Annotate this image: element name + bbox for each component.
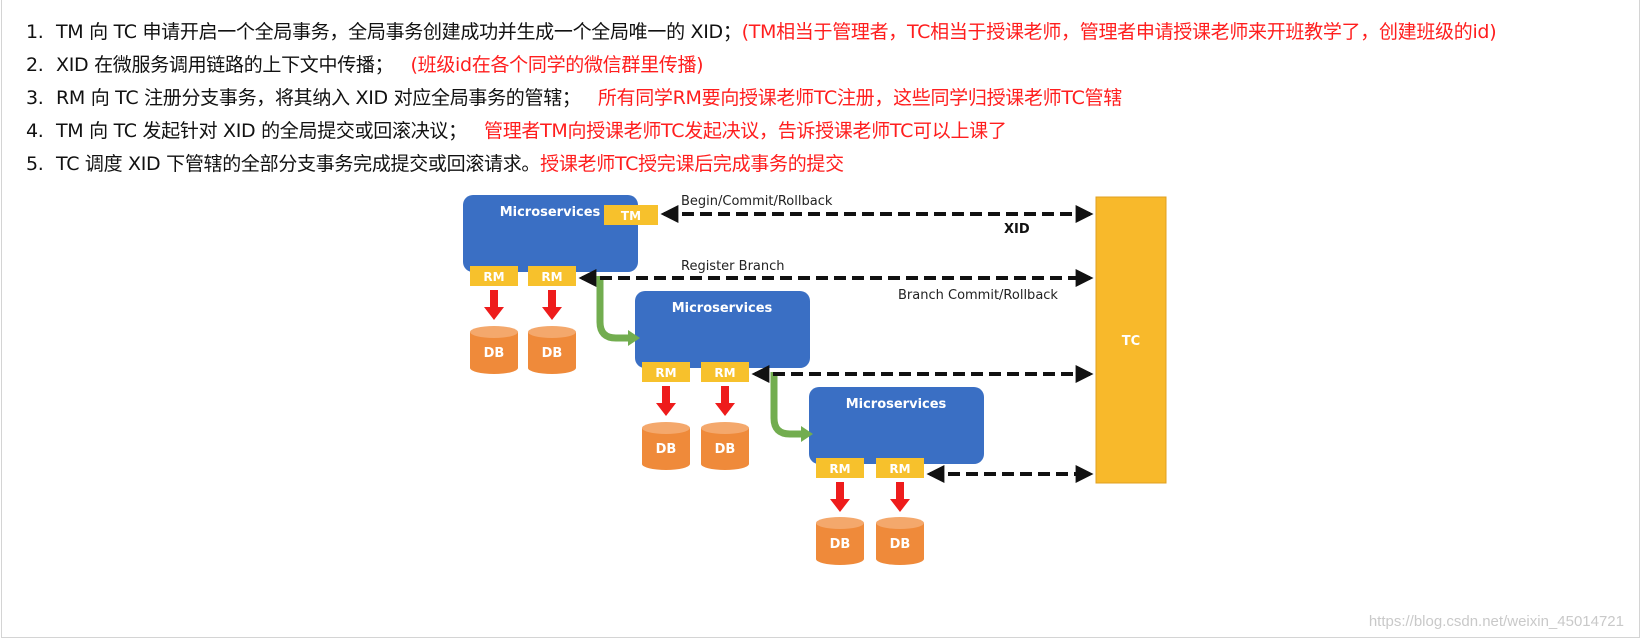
microservice-box-3 [809,387,984,464]
item-number: 3. [26,87,44,109]
microservice-label-2: Microservices [672,301,773,316]
item-number: 2. [26,54,44,76]
item-note: (班级id在各个同学的微信群里传播) [410,54,704,76]
green-call-arrow [770,372,813,442]
db-cylinder [816,517,864,565]
microservice-box-2 [635,291,810,368]
list-item: 4. TM 向 TC 发起针对 XID 的全局提交或回滚决议； 管理者TM向授课老… [26,115,1496,148]
db-cylinder [470,326,518,374]
item-text: RM 向 TC 注册分支事务，将其纳入 XID 对应全局事务的管辖； [56,87,581,109]
db-label: DB [890,537,911,552]
rm-tag [816,458,864,478]
list-item: 1. TM 向 TC 申请开启一个全局事务，全局事务创建成功并生成一个全局唯一的 … [26,16,1497,49]
tc-label: TC [1122,334,1140,349]
item-text: TM 向 TC 申请开启一个全局事务，全局事务创建成功并生成一个全局唯一的 XI… [56,21,742,43]
tm-tag [604,205,658,225]
item-note: 管理者TM向授课老师TC发起决议，告诉授课老师TC可以上课了 [484,120,1007,142]
db-cylinder [528,326,576,374]
red-down-arrow [890,482,910,512]
microservice-label-1: Microservices [500,205,601,220]
red-down-arrow [542,290,562,320]
rm-label: RM [889,462,910,476]
list-item: 5. TC 调度 XID 下管辖的全部分支事务完成提交或回滚请求。授课老师TC授完… [26,148,1496,181]
item-text: TM 向 TC 发起针对 XID 的全局提交或回滚决议； [56,120,467,142]
rm-label: RM [829,462,850,476]
item-text: XID 在微服务调用链路的上下文中传播； [56,54,394,76]
tm-label: TM [621,209,641,223]
tc-box [1095,196,1167,484]
db-cylinder [701,422,749,470]
db-label: DB [484,346,505,361]
rm-tag [642,362,690,382]
rm-label: RM [541,270,562,284]
begin-commit-label: Begin/Commit/Rollback [681,194,833,209]
db-label: DB [715,442,736,457]
rm-label: RM [483,270,504,284]
branch-commit-label: Branch Commit/Rollback [898,288,1058,303]
step-list: 1. TM 向 TC 申请开启一个全局事务，全局事务创建成功并生成一个全局唯一的 … [26,16,1497,181]
red-down-arrow [656,386,676,416]
list-item: 3. RM 向 TC 注册分支事务，将其纳入 XID 对应全局事务的管辖； 所有同… [26,82,1496,115]
item-note: 授课老师TC授完课后完成事务的提交 [540,153,844,175]
red-down-arrow [830,482,850,512]
item-number: 1. [26,21,44,43]
db-label: DB [656,442,677,457]
green-call-arrow [596,276,640,346]
rm-tag [470,266,518,286]
rm-tag [528,266,576,286]
red-down-arrow [484,290,504,320]
db-cylinder [876,517,924,565]
item-text: TC 调度 XID 下管辖的全部分支事务完成提交或回滚请求。 [56,153,541,175]
register-branch-label: Register Branch [681,259,785,274]
microservice-label-3: Microservices [846,397,947,412]
item-note: 所有同学RM要向授课老师TC注册，这些同学归授课老师TC管辖 [597,87,1122,109]
microservice-box-1 [463,195,638,272]
rm-tag [701,362,749,382]
item-number: 4. [26,120,44,142]
xid-label: XID [1004,222,1030,237]
rm-label: RM [655,366,676,380]
seata-architecture-diagram: TC Microservices TM RM RM DB DB Microser… [463,194,1167,565]
db-label: DB [542,346,563,361]
item-note: (TM相当于管理者，TC相当于授课老师，管理者申请授课老师来开班教学了，创建班级… [741,21,1497,43]
list-item: 2. XID 在微服务调用链路的上下文中传播； (班级id在各个同学的微信群里传播… [26,49,1496,82]
watermark: https://blog.csdn.net/weixin_45014721 [1368,613,1624,630]
db-label: DB [830,537,851,552]
red-down-arrow [715,386,735,416]
db-cylinder [642,422,690,470]
rm-tag [876,458,924,478]
rm-label: RM [714,366,735,380]
item-number: 5. [26,153,44,175]
